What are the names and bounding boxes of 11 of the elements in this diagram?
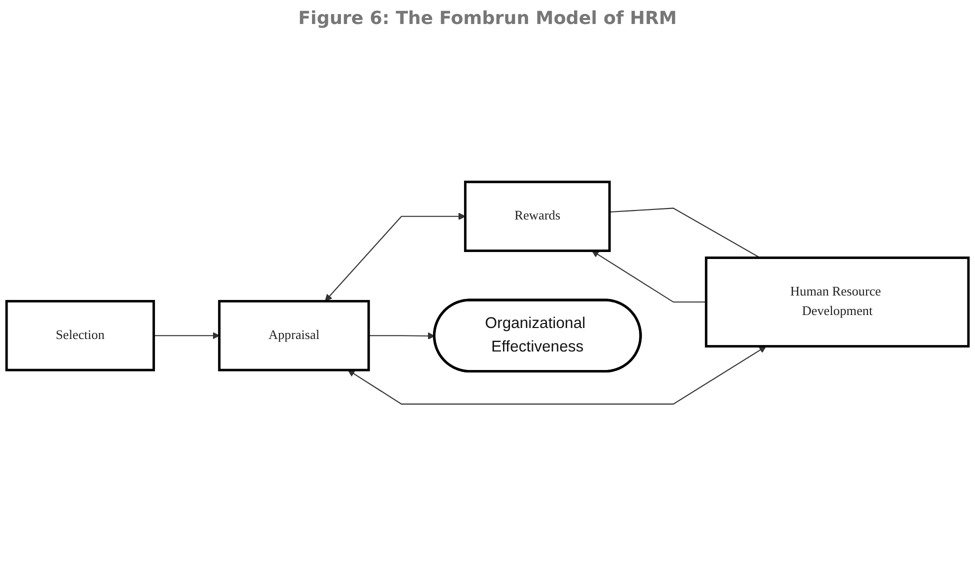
arrow bbox=[592, 250, 706, 303]
arrow bbox=[348, 346, 766, 405]
figure-title: Figure 6: The Fombrun Model of HRM bbox=[297, 8, 678, 29]
node-box: Appraisal bbox=[218, 300, 370, 372]
connector bbox=[610, 208, 760, 258]
node-box: Selection bbox=[5, 300, 155, 372]
node-box: Human Resource Development bbox=[704, 256, 970, 348]
arrow bbox=[368, 332, 435, 340]
arrow bbox=[154, 332, 220, 340]
node-box: Rewards bbox=[464, 180, 611, 252]
arrow bbox=[324, 212, 466, 302]
